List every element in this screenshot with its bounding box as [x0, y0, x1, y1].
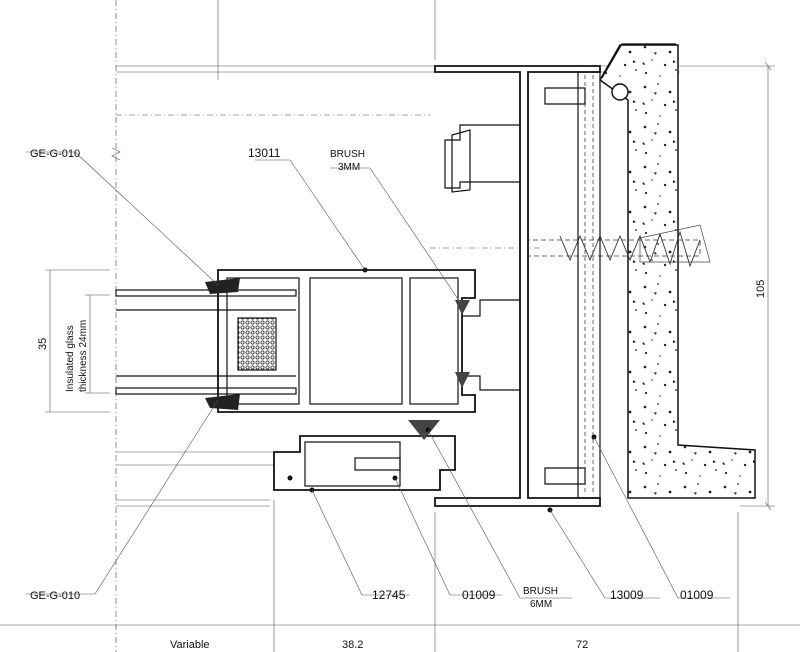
leader-lines	[26, 147, 730, 599]
label-gasket-bottom: GE-G-010	[30, 590, 80, 602]
label-gasket-top: GE-G-010	[30, 148, 80, 160]
bottom-profile-12745	[273, 435, 456, 493]
wall-anchor	[524, 224, 711, 268]
label-glass-line1: Insulated glass	[65, 325, 76, 392]
label-dim-72: 72	[576, 639, 588, 651]
label-brush-6mm-line2: 6MM	[530, 599, 552, 610]
annotation-labels: GE-G-010 GE-G-010 13011 BRUSH 3MM Insula…	[30, 146, 767, 651]
concrete-wall	[599, 43, 756, 499]
label-brush-6mm-line1: BRUSH	[523, 586, 558, 597]
label-01009-b: 01009	[680, 588, 714, 602]
label-dim-variable: Variable	[170, 639, 210, 651]
label-dim-35: 35	[37, 338, 49, 350]
insulated-glass-unit	[115, 278, 297, 410]
label-dim-38-2: 38.2	[342, 639, 363, 651]
dimension-lines	[45, 61, 775, 511]
label-brush-3mm-line2: 3MM	[338, 162, 360, 173]
label-01009-a: 01009	[462, 588, 496, 602]
label-dim-105: 105	[755, 280, 767, 298]
label-profile-13011: 13011	[248, 146, 281, 160]
label-profile-13009: 13009	[610, 588, 644, 602]
label-profile-12745: 12745	[372, 588, 406, 602]
label-glass-line2: thickness 24mm	[78, 320, 89, 392]
label-brush-3mm-line1: BRUSH	[330, 149, 365, 160]
